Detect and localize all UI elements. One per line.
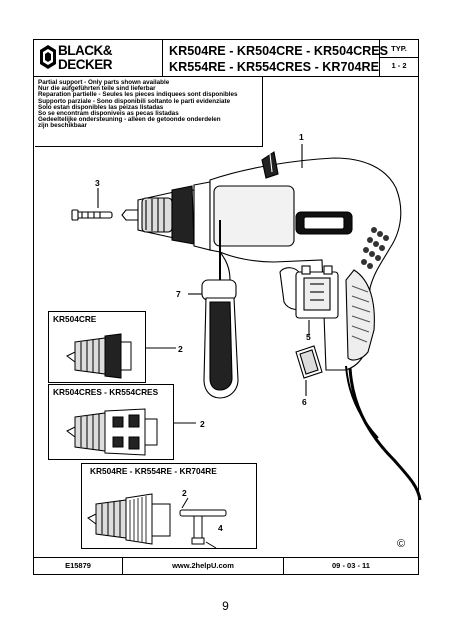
part-number-1: 1 — [299, 132, 304, 142]
part-number-4: 4 — [218, 523, 223, 533]
part-number-2b: 2 — [200, 419, 205, 429]
part-number-5: 5 — [306, 332, 311, 342]
part-number-3: 3 — [95, 178, 100, 188]
keyless-chuck-sleeve-drawing — [49, 385, 175, 461]
chuck — [138, 186, 194, 244]
document-code: E15879 — [34, 558, 123, 574]
document-date: 09 - 03 - 11 — [284, 558, 418, 574]
website-link[interactable]: www.2helpU.com — [123, 558, 284, 574]
keyless-chuck-drawing — [49, 312, 147, 384]
parts-diagram-sheet: BLACK& DECKER KR504RE - KR504CRE - KR504… — [33, 39, 419, 575]
brush-part-6 — [296, 346, 322, 378]
copyright-symbol: © — [397, 538, 405, 550]
sheet-footer: E15879 www.2helpU.com 09 - 03 - 11 — [34, 557, 418, 574]
page-number: 9 — [0, 599, 451, 613]
part-number-6: 6 — [302, 397, 307, 407]
part-number-7: 7 — [176, 289, 181, 299]
screw-part-3 — [72, 210, 112, 220]
inset-kr504cres-kr554cres: KR504CRES - KR554CRES — [48, 384, 174, 460]
inset-kr504re-kr554re-kr704re: KR504RE - KR554RE - KR704RE — [81, 463, 257, 549]
part-number-2a: 2 — [178, 344, 183, 354]
switch-part-5 — [296, 266, 338, 318]
inset-kr504cre: KR504CRE — [48, 311, 146, 383]
part-number-2c: 2 — [182, 488, 187, 498]
keyed-chuck-drawing — [82, 464, 258, 550]
